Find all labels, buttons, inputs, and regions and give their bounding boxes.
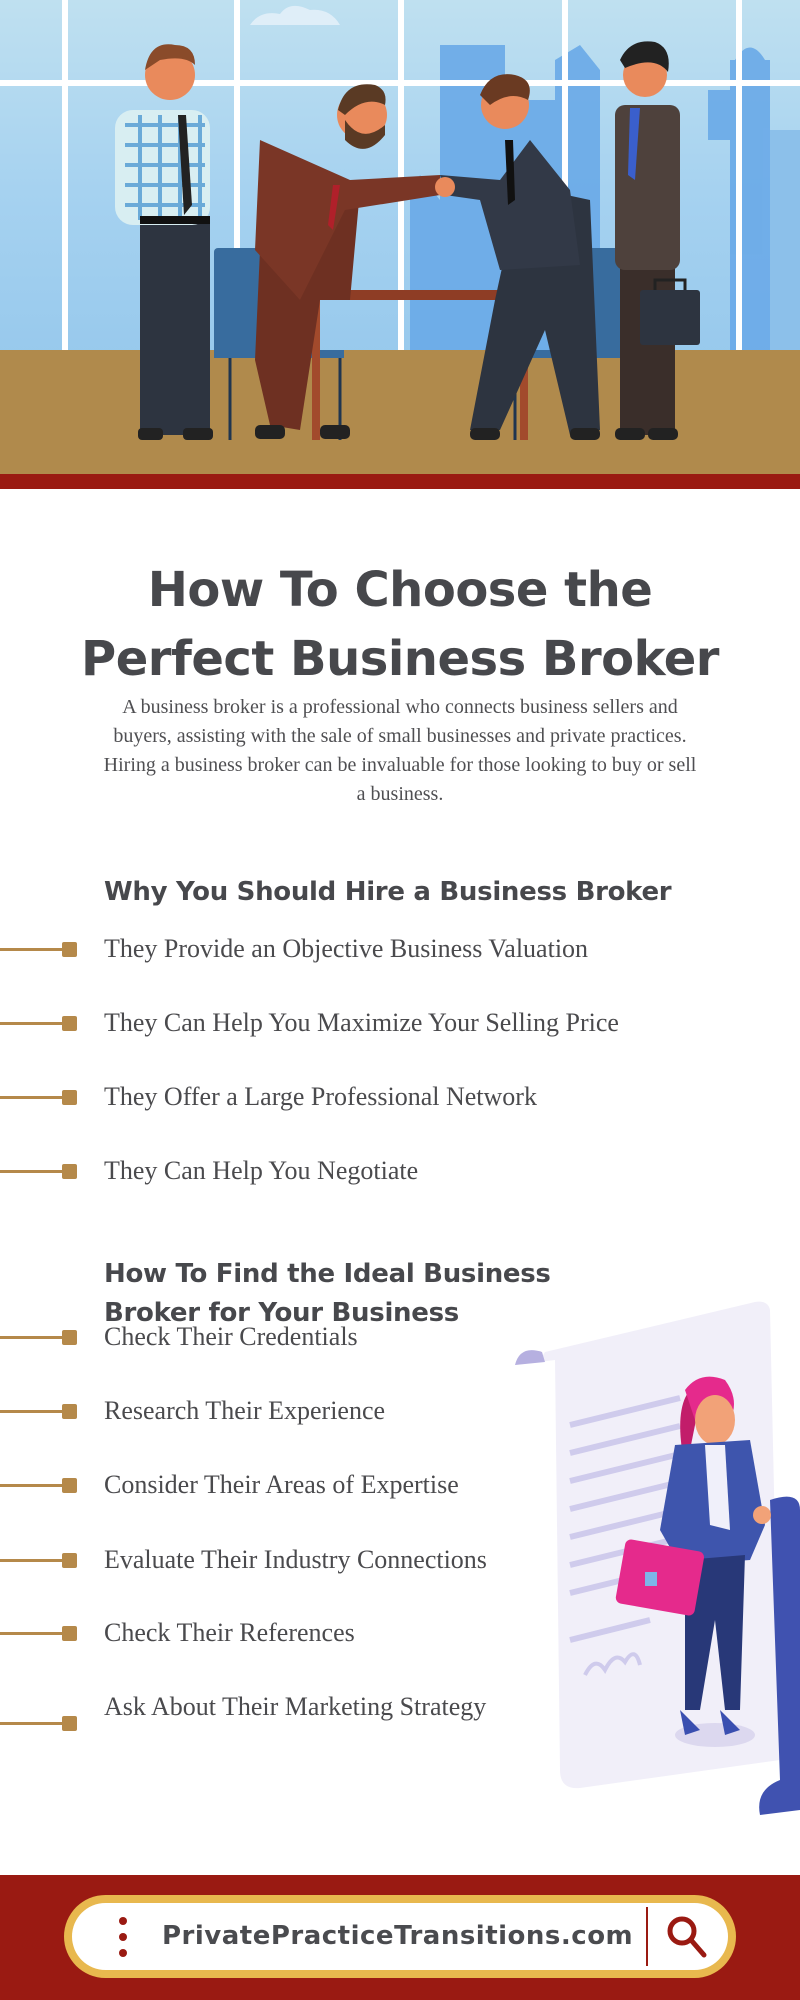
list-item-text: They Can Help You Maximize Your Selling … — [104, 1008, 619, 1037]
bullet-connector — [0, 1170, 64, 1173]
bullet-connector — [0, 1410, 64, 1413]
list-item: They Can Help You Maximize Your Selling … — [0, 1003, 700, 1043]
list-item-text: Check Their References — [104, 1618, 355, 1647]
url-search-bar-inner: PrivatePracticeTransitions.com — [72, 1903, 728, 1970]
bullet-connector — [0, 1336, 64, 1339]
heading-line-2: Broker for Your Business — [104, 1298, 459, 1328]
title-line-1: How To Choose the — [147, 562, 653, 618]
bullet-square-icon — [62, 1478, 77, 1493]
list-item: They Offer a Large Professional Network — [0, 1077, 700, 1117]
bullet-square-icon — [62, 1016, 77, 1031]
search-icon[interactable] — [660, 1909, 714, 1963]
bullet-connector — [0, 1096, 64, 1099]
list-item: Evaluate Their Industry Connections — [0, 1540, 700, 1580]
bullet-square-icon — [62, 1090, 77, 1105]
list-item-text: They Offer a Large Professional Network — [104, 1082, 537, 1111]
list-item: Consider Their Areas of Expertise — [0, 1465, 700, 1505]
bullet-square-icon — [62, 1716, 77, 1731]
intro-paragraph: A business broker is a professional who … — [103, 696, 697, 805]
list-item: Ask About Their Marketing Strategy — [0, 1687, 700, 1731]
section-heading-why-hire: Why You Should Hire a Business Broker — [104, 877, 672, 907]
list-item: Check Their Credentials — [0, 1317, 700, 1357]
list-item: They Can Help You Negotiate — [0, 1151, 700, 1191]
list-item-text: Check Their Credentials — [104, 1322, 358, 1351]
hero-illustration — [0, 0, 800, 474]
bullet-square-icon — [62, 1404, 77, 1419]
bullet-square-icon — [62, 1164, 77, 1179]
website-url-link[interactable]: PrivatePracticeTransitions.com — [162, 1921, 634, 1951]
footer: PrivatePracticeTransitions.com — [0, 1875, 800, 2000]
bullet-connector — [0, 1022, 64, 1025]
heading-line-1: How To Find the Ideal Business — [104, 1259, 551, 1289]
list-item-text: Ask About Their Marketing Strategy — [104, 1692, 487, 1721]
list-item: Research Their Experience — [0, 1391, 700, 1431]
bullet-connector — [0, 1484, 64, 1487]
title-line-2: Perfect Business Broker — [81, 631, 719, 687]
list-item: Check Their References — [0, 1613, 700, 1653]
list-item-text: Evaluate Their Industry Connections — [104, 1545, 487, 1574]
vertical-dots-icon — [119, 1917, 129, 1957]
office-handshake-illustration — [0, 0, 800, 474]
woman-with-briefcase-illustration — [515, 1301, 800, 1815]
list-item: They Provide an Objective Business Valua… — [0, 929, 700, 969]
bullet-square-icon — [62, 1626, 77, 1641]
bullet-connector — [0, 1632, 64, 1635]
page-title: How To Choose the Perfect Business Broke… — [0, 556, 800, 694]
bullet-connector — [0, 1722, 64, 1725]
bullet-square-icon — [62, 1330, 77, 1345]
bullet-square-icon — [62, 942, 77, 957]
list-item-text: They Can Help You Negotiate — [104, 1156, 419, 1185]
section-heading-find-broker: How To Find the Ideal Business Broker fo… — [104, 1255, 584, 1333]
hero-divider-band — [0, 474, 800, 489]
list-item-text: Consider Their Areas of Expertise — [104, 1470, 459, 1499]
bullet-square-icon — [62, 1553, 77, 1568]
list-item-text: They Provide an Objective Business Valua… — [104, 934, 589, 963]
url-search-bar[interactable]: PrivatePracticeTransitions.com — [64, 1895, 736, 1978]
bullet-connector — [0, 1559, 64, 1562]
list-item-text: Research Their Experience — [104, 1396, 386, 1425]
bullet-connector — [0, 948, 64, 951]
search-divider — [646, 1907, 648, 1966]
